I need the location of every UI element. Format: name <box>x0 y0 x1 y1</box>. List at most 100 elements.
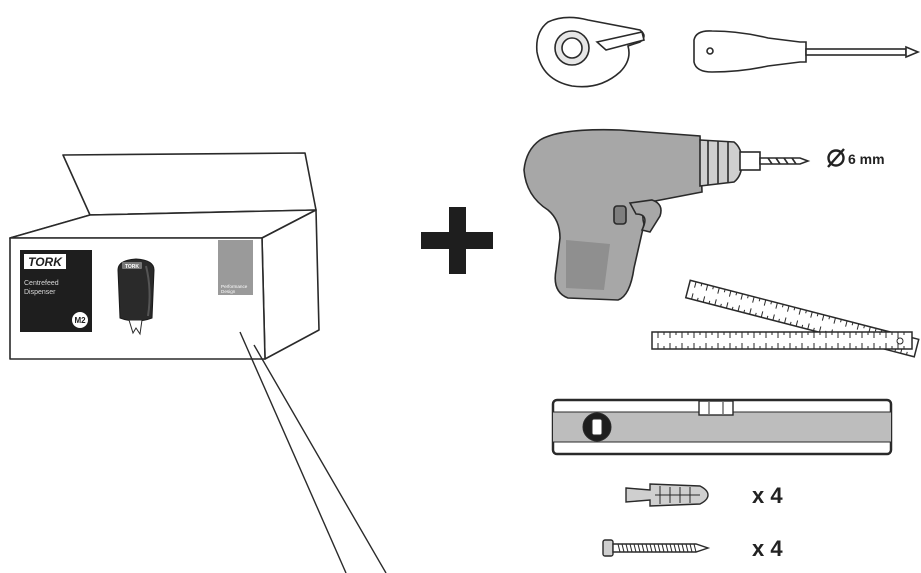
ruler-tick <box>784 317 787 324</box>
ruler-tick <box>731 306 734 310</box>
ruler-tick <box>781 304 784 308</box>
screw-thread <box>633 543 637 553</box>
ruler-tick <box>747 295 749 299</box>
m2-badge-text: M2 <box>74 316 86 325</box>
ruler-tick <box>723 289 726 293</box>
tork-logo <box>24 254 66 269</box>
screw-thread <box>673 543 677 553</box>
ruler-tick <box>775 302 778 309</box>
screw-thread <box>621 543 625 553</box>
screw-thread <box>653 543 657 553</box>
ruler-tick <box>805 310 807 314</box>
screw-thread <box>661 543 665 553</box>
ruler-tick <box>828 316 831 320</box>
ruler-tick <box>725 302 729 309</box>
ruler-tick <box>798 308 802 315</box>
ruler-tick <box>833 317 836 324</box>
ruler-tick <box>856 323 860 330</box>
wall-plug-quantity: x 4 <box>752 483 783 508</box>
ruler-tick <box>766 315 769 319</box>
ruler-tick <box>696 297 699 301</box>
ruler-tick <box>720 303 722 307</box>
ruler-tick <box>717 287 720 294</box>
ruler-tick <box>728 290 732 297</box>
ruler-tick <box>845 320 848 327</box>
leader-lines <box>239 331 387 573</box>
screw-thread <box>617 543 621 553</box>
m2-badge <box>72 312 88 328</box>
ruler-tick <box>712 286 714 290</box>
ruler-tick <box>821 314 825 321</box>
ruler-tick <box>763 299 767 306</box>
ruler-hinge <box>896 337 904 345</box>
screw-icon <box>602 539 711 557</box>
screw-thread <box>629 543 633 553</box>
ruler-tick <box>787 305 790 312</box>
box-dispenser-illustration: TORK <box>117 258 155 336</box>
ruler-tick <box>702 296 706 303</box>
ruler-tick <box>816 313 819 317</box>
screw-thread <box>665 543 669 553</box>
ruler-tick <box>749 308 752 315</box>
ruler-tick <box>851 322 854 326</box>
box-grey-label: Performance Design <box>218 240 253 295</box>
drill-bit-diameter: 6 mm <box>848 151 885 167</box>
ruler-tick <box>795 320 799 327</box>
screw-thread <box>657 543 661 553</box>
ruler-tick <box>754 312 757 316</box>
ruler-tick <box>863 325 866 329</box>
ruler-tick <box>789 321 792 325</box>
wall-plug-icon <box>625 483 709 507</box>
screw-thread <box>649 543 653 553</box>
ruler-tick <box>801 324 804 328</box>
ruler-tick <box>807 323 810 330</box>
ruler-segment-lower <box>651 331 913 350</box>
screw-thread <box>685 543 689 553</box>
screw-thread <box>637 543 641 553</box>
label-line2: Design <box>221 289 236 294</box>
ruler-tick <box>735 292 738 296</box>
ruler-tick <box>810 311 813 318</box>
ruler-tick <box>770 301 773 305</box>
screw-quantity: x 4 <box>752 536 783 561</box>
screw-thread <box>645 543 649 553</box>
power-drill-icon <box>523 128 811 301</box>
screw-thread <box>625 543 629 553</box>
ruler-tick <box>752 296 755 303</box>
ruler-tick <box>906 351 908 355</box>
ruler-tick <box>694 281 697 288</box>
ruler-tick <box>714 299 717 306</box>
screw-thread <box>693 543 697 553</box>
box-product-line2: Dispenser <box>24 289 56 296</box>
tork-logo-text: TORK <box>28 255 63 269</box>
spirit-level-icon <box>551 398 893 456</box>
mini-tork-logo: TORK <box>125 264 139 270</box>
folding-ruler-icon <box>651 279 920 358</box>
ruler-tick <box>793 307 796 311</box>
drill-bit-diameter-label: 6 mm <box>827 148 885 168</box>
ruler-tick <box>700 283 703 287</box>
plus-sign <box>421 207 493 274</box>
screw-thread <box>677 543 681 553</box>
diameter-symbol-icon <box>827 149 845 167</box>
ruler-tick <box>760 311 764 318</box>
box-product-line1: Centrefeed <box>24 280 59 287</box>
screw-thread <box>689 543 693 553</box>
screw-thread <box>669 543 673 553</box>
screw-thread <box>641 543 645 553</box>
box-brand-panel: TORK Centrefeed Dispenser M2 <box>20 250 92 332</box>
ruler-tick <box>758 298 761 302</box>
ruler-tick <box>737 305 741 312</box>
ruler-tick <box>840 319 842 323</box>
ruler-tick <box>813 327 815 331</box>
ruler-tick <box>691 293 694 300</box>
ruler-tick <box>778 318 780 322</box>
ruler-tick <box>740 293 744 300</box>
screw-thread <box>681 543 685 553</box>
tape-dispenser-icon <box>535 16 645 88</box>
ruler-tick <box>705 284 709 291</box>
ruler-tick <box>772 314 775 321</box>
screwdriver-icon <box>693 30 921 73</box>
ruler-tick <box>743 309 746 313</box>
